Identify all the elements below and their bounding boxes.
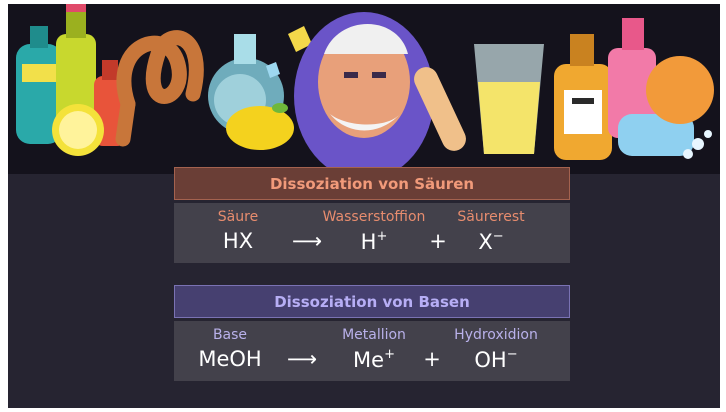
glass-of-juice-icon [474,44,544,154]
illustration-banner [8,4,720,174]
acid-reactant-label: Säure [217,209,259,225]
reaction-arrow: ⟶ [291,229,323,253]
base-dissociation-panel: Dissoziation von Basen Base Metallion Hy… [174,285,570,381]
reaction-arrow: ⟶ [286,347,318,371]
base-product2-formula: OH− [474,347,518,372]
orange-icon [646,56,714,124]
plus-sign: + [423,347,441,371]
acid-dissociation-panel: Dissoziation von Säuren Säure Wasserstof… [174,167,570,263]
acid-product1-label: Wasserstoffion [322,209,426,225]
plus-sign: + [429,229,447,253]
base-product1-label: Metallion [342,327,406,343]
base-panel-title: Dissoziation von Basen [174,285,570,318]
acid-panel-title: Dissoziation von Säuren [174,167,570,200]
base-product1-formula: Me+ [353,347,395,372]
soap-bar-icon [618,114,712,159]
bottle-icon [16,26,62,144]
banner-illustration [16,4,714,174]
crystal-icon [266,62,280,78]
acid-product2-label: Säurerest [457,209,525,225]
crystal-icon [288,26,312,52]
soap-bottle-icon [554,34,612,160]
pretzel-icon [115,30,204,147]
base-reactant-formula: MeOH [198,347,262,371]
lemon-icon [226,103,294,150]
base-equation-box: Base Metallion Hydroxidion MeOH ⟶ Me+ + … [174,321,570,381]
slide: Dissoziation von Säuren Säure Wasserstof… [8,4,720,408]
lemon-icon [52,104,104,156]
acid-equation-box: Säure Wasserstoffion Säurerest HX ⟶ H+ +… [174,203,570,263]
acid-product1-formula: H+ [360,229,388,254]
base-reactant-label: Base [212,327,248,343]
scientist-portrait-icon [294,12,434,174]
base-product2-label: Hydroxidion [454,327,538,343]
acid-product2-formula: X− [478,229,504,254]
test-tube-icon [414,67,466,151]
acid-reactant-formula: HX [222,229,254,253]
